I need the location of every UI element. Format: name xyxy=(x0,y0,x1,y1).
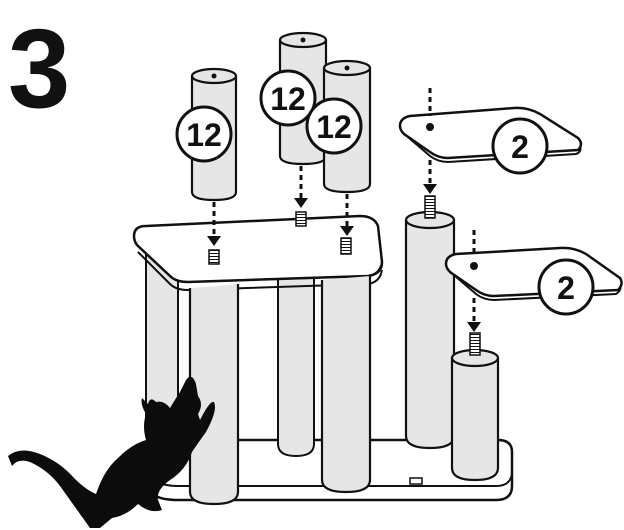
quantity-badge: 2 xyxy=(491,117,549,175)
threaded-bolt xyxy=(340,237,352,255)
small-platform-lower xyxy=(444,246,623,302)
threaded-bolt xyxy=(295,211,307,227)
post-tall-right xyxy=(404,195,456,450)
post-front-left-lower xyxy=(188,284,240,506)
svg-text:12: 12 xyxy=(270,81,306,117)
quantity-badge: 12 xyxy=(175,105,233,163)
threaded-bolt xyxy=(469,332,481,356)
svg-text:2: 2 xyxy=(557,270,575,306)
post-front-right-lower xyxy=(320,276,372,494)
svg-text:2: 2 xyxy=(511,129,529,165)
quantity-badge: 12 xyxy=(305,97,363,155)
post-rear-right-lower xyxy=(277,259,315,458)
top-platform xyxy=(132,211,384,292)
base-hole-marker xyxy=(409,477,423,485)
quantity-badge: 12 xyxy=(259,69,317,127)
post-short-right xyxy=(450,332,500,482)
svg-text:12: 12 xyxy=(186,117,222,153)
cat-silhouette xyxy=(8,376,215,528)
step-number: 3 xyxy=(8,6,70,131)
threaded-bolt xyxy=(208,249,220,265)
svg-text:12: 12 xyxy=(316,109,352,145)
threaded-bolt xyxy=(424,195,436,219)
quantity-badge: 2 xyxy=(537,258,595,316)
small-platform-upper xyxy=(398,106,583,164)
